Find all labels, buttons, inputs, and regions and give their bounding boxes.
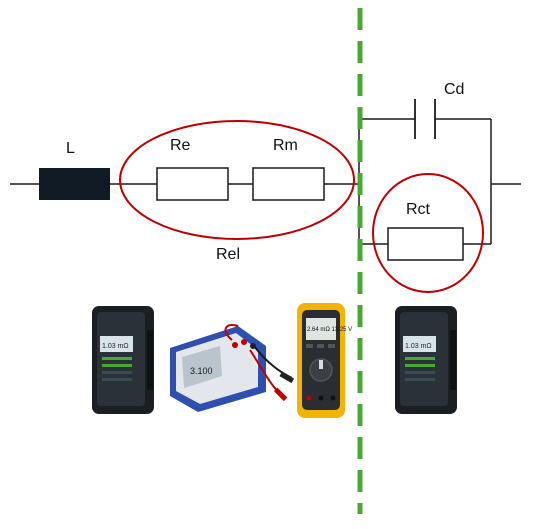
rct-circle [372, 173, 484, 293]
inductor-block [39, 168, 110, 200]
battery-tester-handheld-icon: 1.03 mΩ [92, 306, 154, 414]
resistor-re [156, 167, 229, 201]
device-4-screen: 1.03 mΩ [405, 343, 432, 350]
device-2-screen: 3.100 [190, 366, 213, 376]
battery-hitester-icon: 3.100 [170, 324, 295, 412]
resistor-rct [387, 227, 464, 261]
label-l: L [66, 140, 75, 157]
label-rel: Rel [216, 246, 240, 263]
rel-ellipse [119, 120, 355, 240]
label-re: Re [170, 137, 191, 154]
digital-multimeter-icon: 2.64 mΩ 13.25 V [297, 303, 352, 418]
label-cd: Cd [444, 81, 464, 98]
device-1-screen: 1.03 mΩ [102, 343, 129, 350]
label-rct: Rct [406, 201, 431, 218]
battery-tester-handheld-icon: 1.03 mΩ [395, 306, 457, 414]
label-rm: Rm [273, 137, 298, 154]
device-3-screen: 2.64 mΩ 13.25 V [307, 327, 352, 333]
resistor-rm [252, 167, 325, 201]
